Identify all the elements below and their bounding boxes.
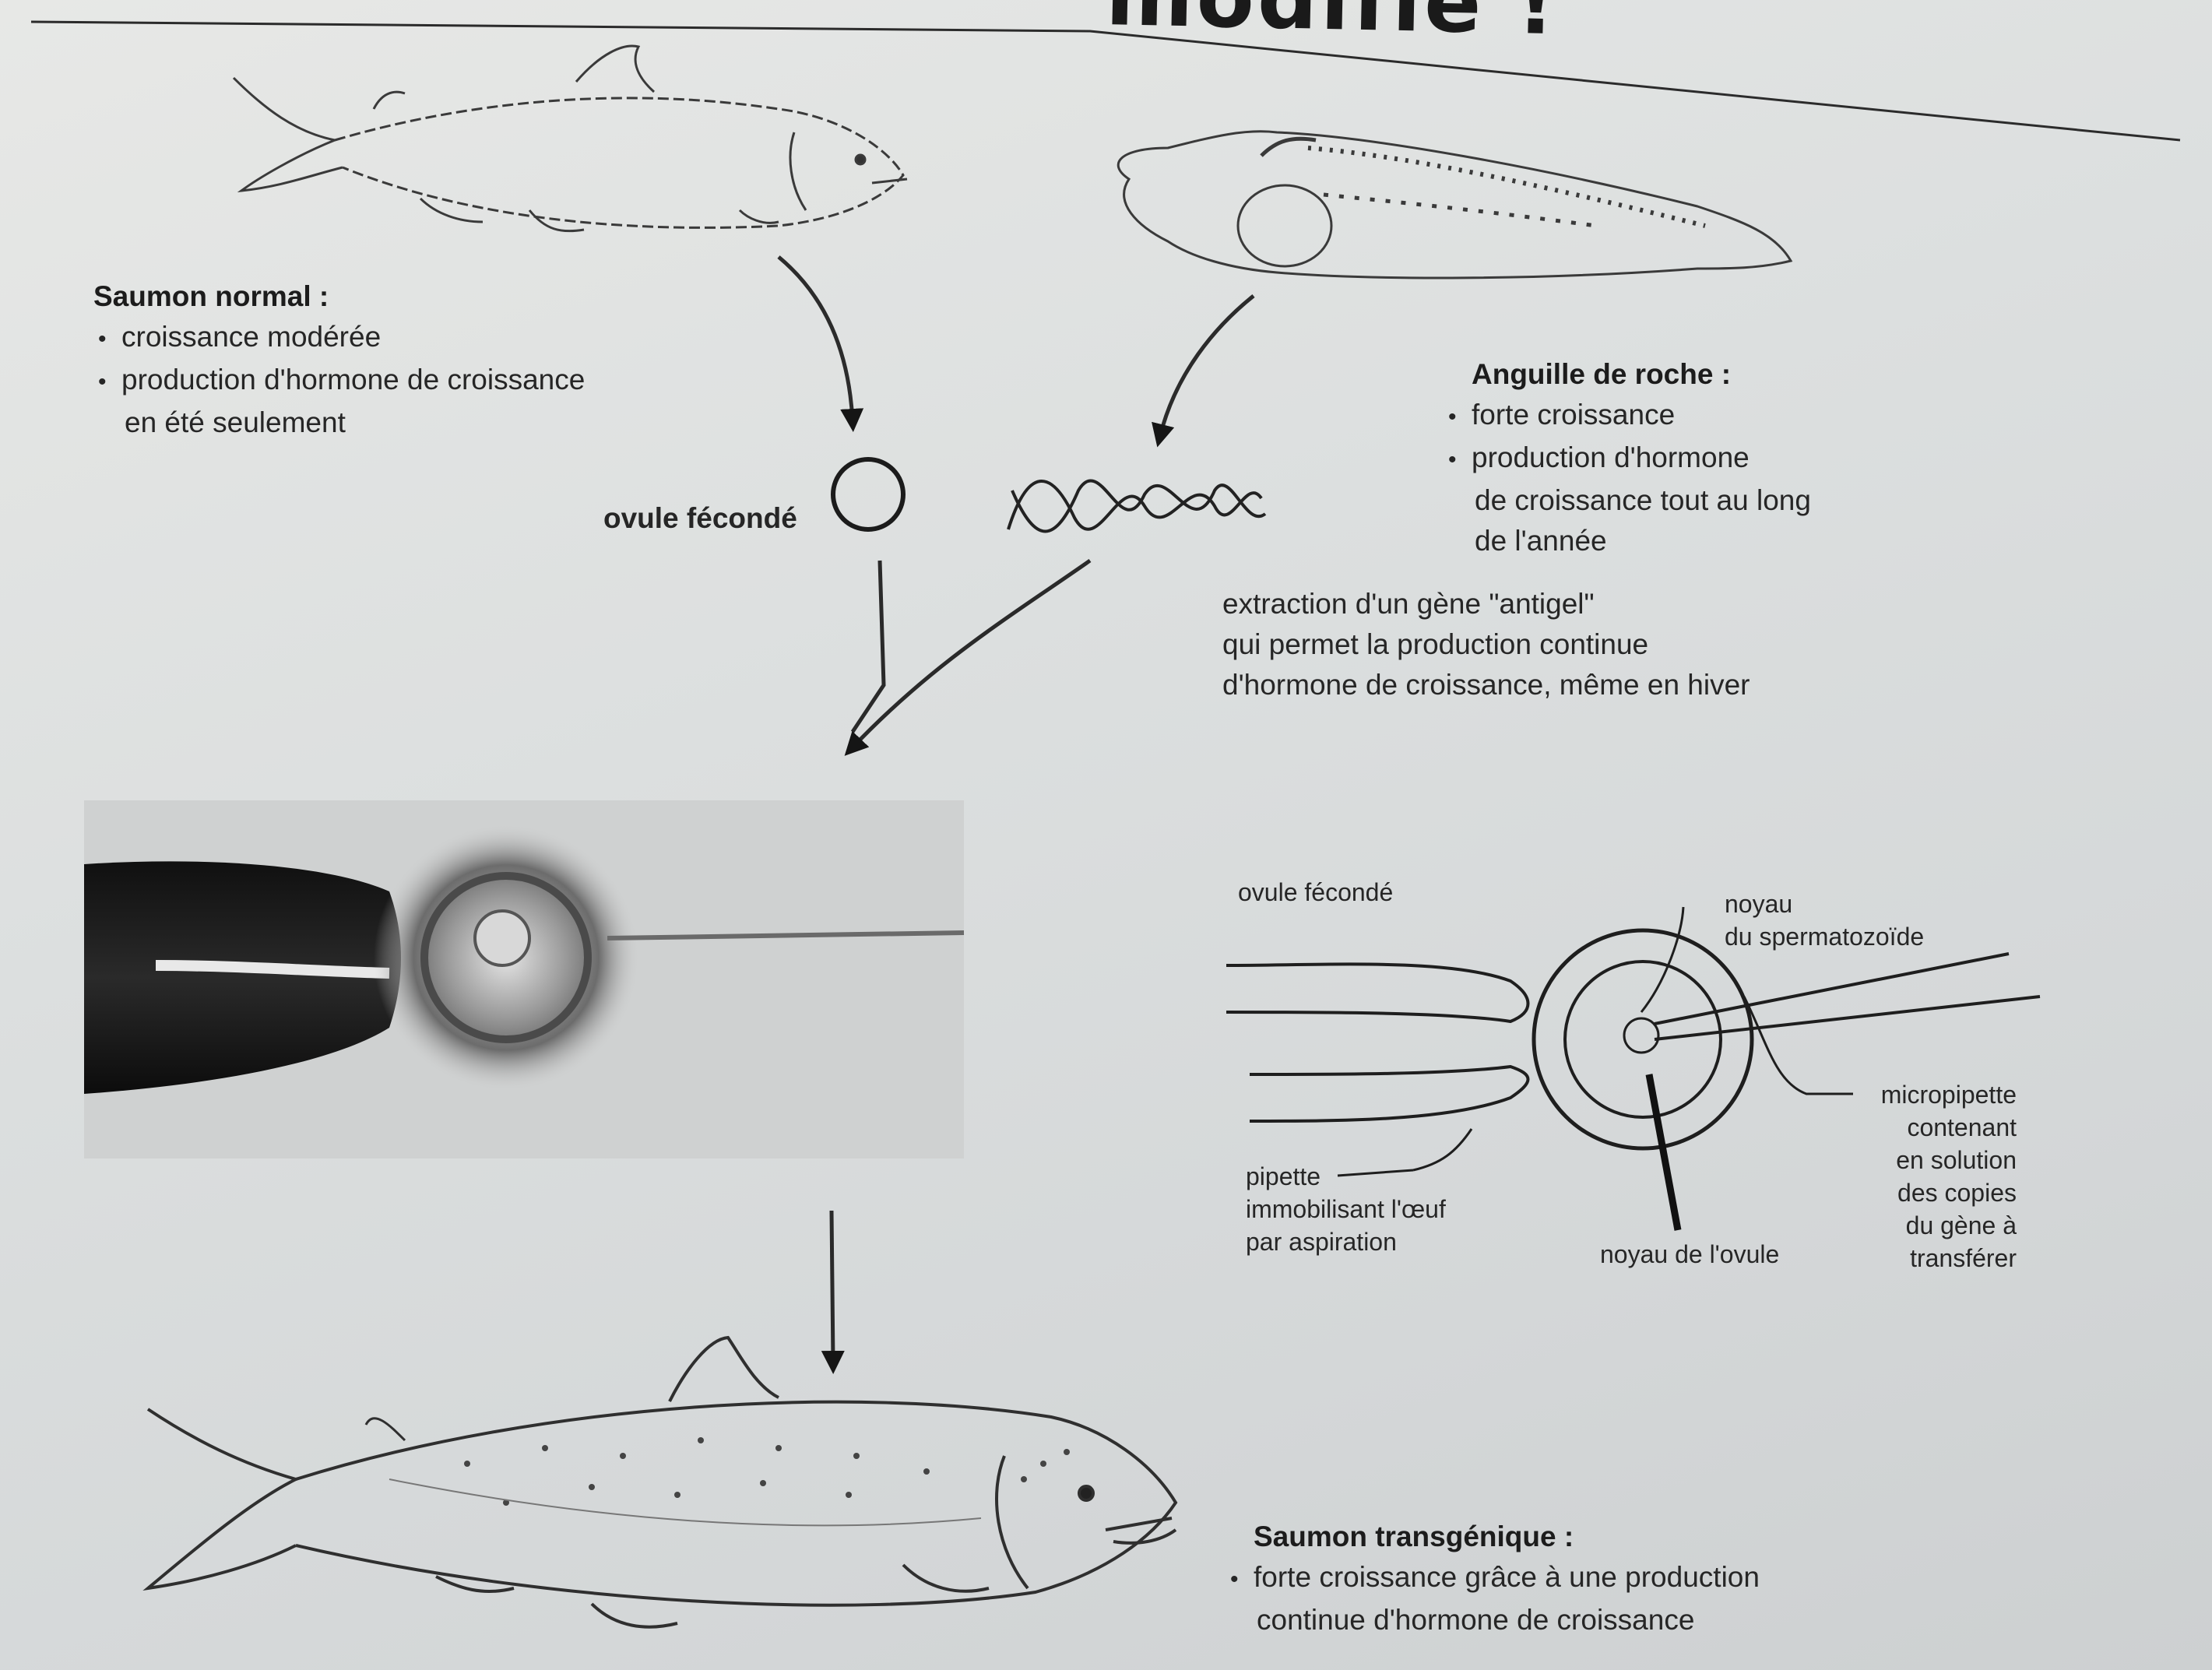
- pipette-line: pipette: [1246, 1160, 1446, 1193]
- eel-item: forte croissance: [1475, 395, 1811, 438]
- normal-salmon-item: production d'hormone de croissance: [125, 360, 585, 403]
- micropipette-line: transférer: [1853, 1242, 2017, 1274]
- transgenic-item: continue d'hormone de croissance: [1257, 1600, 1760, 1640]
- transgenic-heading: Saumon transgénique :: [1254, 1517, 1760, 1557]
- fertilized-egg-label: ovule fécondé: [603, 498, 797, 539]
- sperm-nucleus-line: noyau: [1725, 888, 1924, 920]
- sperm-nucleus-label: noyau du spermatozoïde: [1725, 888, 1924, 953]
- normal-salmon-heading: Saumon normal :: [93, 276, 585, 317]
- micropipette-line: en solution: [1853, 1144, 2017, 1176]
- micropipette-label: micropipette contenant en solution des c…: [1853, 1078, 2017, 1274]
- schema-ovule-label: ovule fécondé: [1238, 876, 1393, 909]
- eel-item: de l'année: [1475, 521, 1811, 561]
- eel-heading: Anguille de roche :: [1472, 354, 1811, 395]
- dna-strand-icon: [1008, 480, 1265, 531]
- eel-item: production d'hormone: [1475, 438, 1811, 480]
- arrow-salmon-to-egg: [779, 257, 853, 420]
- micropipette-line: contenant: [1853, 1111, 2017, 1144]
- pipette-label: pipette immobilisant l'œuf par aspiratio…: [1246, 1160, 1446, 1258]
- gene-text-line: qui permet la production continue: [1222, 624, 1750, 665]
- transgenic-item: forte croissance grâce à une production: [1257, 1557, 1760, 1600]
- arrow-eel-to-gene: [1160, 296, 1254, 436]
- micropipette-line: des copies: [1853, 1176, 2017, 1209]
- rock-eel-illustration: [1118, 132, 1791, 278]
- gene-text-line: d'hormone de croissance, même en hiver: [1222, 665, 1750, 705]
- normal-salmon-item: en été seulement: [125, 403, 585, 443]
- normal-salmon-caption: Saumon normal : croissance modérée produ…: [93, 276, 585, 443]
- transgenic-salmon-illustration: [148, 1338, 1176, 1627]
- eel-caption: Anguille de roche : forte croissance pro…: [1472, 354, 1811, 561]
- fertilized-egg-icon: [833, 459, 903, 529]
- transgenic-salmon-caption: Saumon transgénique : forte croissance g…: [1254, 1517, 1760, 1640]
- gene-extraction-caption: extraction d'un gène "antigel" qui perme…: [1222, 584, 1750, 705]
- normal-salmon-illustration: [234, 46, 907, 231]
- egg-nucleus-label: noyau de l'ovule: [1600, 1238, 1779, 1271]
- arrow-to-transgenic: [832, 1211, 833, 1362]
- pipette-line: par aspiration: [1246, 1225, 1446, 1258]
- normal-salmon-item: croissance modérée: [125, 317, 585, 360]
- pipette-line: immobilisant l'œuf: [1246, 1193, 1446, 1225]
- micropipette-line: micropipette: [1853, 1078, 2017, 1111]
- micropipette-line: du gène à: [1853, 1209, 2017, 1242]
- micro-injection-photo: [84, 800, 964, 1158]
- sperm-nucleus-line: du spermatozoïde: [1725, 920, 1924, 953]
- top-rule-line: [31, 22, 2180, 140]
- gene-text-line: extraction d'un gène "antigel": [1222, 584, 1750, 624]
- arrow-gene-to-injection: [853, 561, 1090, 747]
- arrow-egg-down: [853, 561, 884, 732]
- eel-item: de croissance tout au long: [1475, 480, 1811, 521]
